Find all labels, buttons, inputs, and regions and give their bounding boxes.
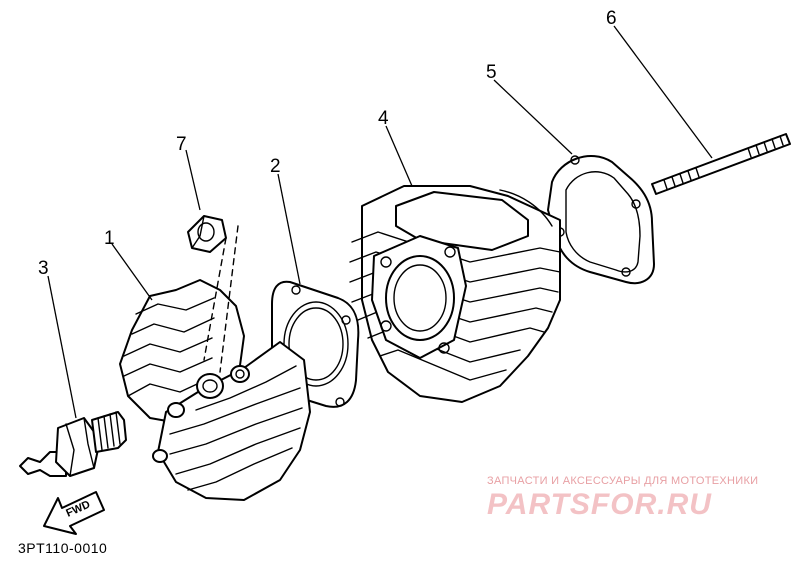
spark-plug-drawing — [19, 411, 127, 477]
callout-part-2: 2 — [270, 156, 281, 177]
callout-part-4: 4 — [378, 108, 389, 129]
callout-part-3: 3 — [38, 258, 49, 279]
catalog-code: 3PT110-0010 — [18, 540, 108, 556]
cylinder-head-drawing — [119, 225, 311, 501]
callout-part-7: 7 — [176, 134, 187, 155]
callout-part-1: 1 — [104, 228, 115, 249]
forward-direction-arrow: FWD — [43, 491, 105, 535]
callout-part-6: 6 — [606, 8, 617, 29]
stud-bolt-drawing — [651, 133, 791, 195]
watermark-tagline: ЗАПЧАСТИ И АКСЕССУАРЫ ДЛЯ МОТОТЕХНИКИ — [487, 475, 759, 487]
leader-lines — [47, 25, 713, 419]
nut-drawing — [187, 215, 227, 253]
part-callouts: 1 2 3 4 5 6 7 — [38, 8, 617, 279]
callout-part-5: 5 — [486, 62, 497, 83]
cylinder-base-gasket-drawing — [547, 154, 655, 285]
watermark-brand-logo: PARTSFOR.RU — [487, 488, 712, 521]
cylinder-drawing — [349, 185, 561, 403]
